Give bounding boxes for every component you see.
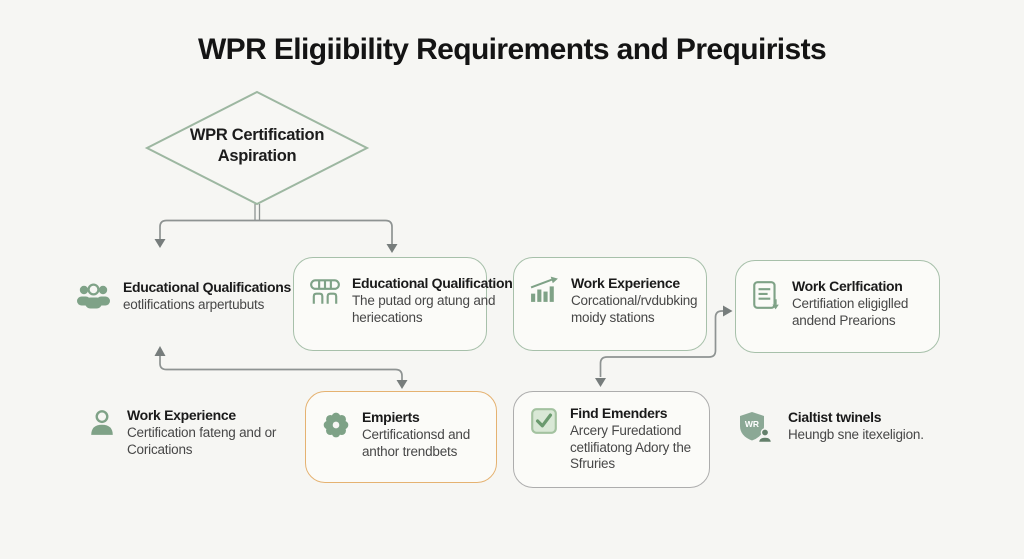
checkbox-icon bbox=[531, 408, 557, 434]
node-work-experience-plain: Work Experience Certification fateng and… bbox=[88, 407, 285, 458]
node-subtitle: Heungb sne itexeligion. bbox=[788, 427, 924, 442]
node-subtitle: Certification fateng and or Corications bbox=[127, 425, 277, 457]
person-icon bbox=[91, 410, 113, 435]
node-work-cerlfication-box: Work Cerlfication Certifiation eligiglle… bbox=[735, 260, 940, 353]
node-subtitle: Corcational/rvdubking moidy stations bbox=[571, 293, 698, 325]
node-cialtist-twinels-plain: WR Cialtist twinels Heungb sne itexeligi… bbox=[737, 409, 963, 444]
flower-badge-icon bbox=[323, 412, 349, 438]
arrowhead-down bbox=[396, 380, 408, 389]
diamond-label-line2: Aspiration bbox=[217, 147, 297, 166]
decision-diamond-shape bbox=[144, 90, 370, 206]
arrowhead-down bbox=[595, 378, 606, 387]
arrowhead-right bbox=[723, 305, 733, 317]
node-title: Educational Qualifications bbox=[352, 275, 521, 291]
node-title: Work Experience bbox=[127, 407, 236, 423]
people-group-icon bbox=[77, 283, 110, 309]
node-find-emenders-box: Find Emenders Arcery Furedationd cetlifi… bbox=[513, 391, 710, 488]
shield-icon-label: WR bbox=[745, 419, 759, 429]
diamond-label-line1: WPR Certification bbox=[189, 126, 325, 144]
node-subtitle: eotlifications arpertubuts bbox=[123, 297, 265, 312]
node-title: Educational Qualifications bbox=[123, 279, 292, 295]
node-title: Work Experience bbox=[571, 275, 680, 291]
node-title: Find Emenders bbox=[570, 405, 668, 421]
node-title: Work Cerlfication bbox=[792, 278, 903, 294]
node-subtitle: Certificationsd and anthor trendbets bbox=[362, 427, 471, 459]
bar-chart-icon bbox=[530, 276, 558, 302]
page-title: WPR Eligiibility Requirements and Prequi… bbox=[197, 33, 827, 66]
node-educational-qualifications-box: Educational Qualifications The putad org… bbox=[293, 257, 520, 351]
arrowhead-up bbox=[154, 346, 166, 356]
node-work-experience-box: Work Experience Corcational/rvdubking mo… bbox=[513, 257, 707, 351]
shield-icon: WR bbox=[740, 412, 773, 444]
arrowhead-down bbox=[154, 239, 166, 248]
node-subtitle: Certifiation eligiglled andend Prearions bbox=[792, 296, 909, 328]
node-title: Cialtist twinels bbox=[788, 409, 882, 425]
arrowhead-down bbox=[386, 244, 398, 253]
storefront-icon bbox=[310, 279, 340, 304]
node-subtitle: Arcery Furedationd cetlifiatong Adory th… bbox=[570, 423, 691, 472]
node-subtitle: The putad org atung and heriecations bbox=[352, 293, 496, 325]
node-educational-qualifications-plain: Educational Qualifications eotlification… bbox=[75, 279, 298, 314]
node-title: Empierts bbox=[362, 409, 420, 425]
decision-diamond-label: WPR Certification Aspiration bbox=[167, 125, 347, 168]
clipboard-check-icon bbox=[753, 281, 779, 310]
node-empierts-box: Empierts Certificationsd and anthor tren… bbox=[305, 391, 497, 483]
